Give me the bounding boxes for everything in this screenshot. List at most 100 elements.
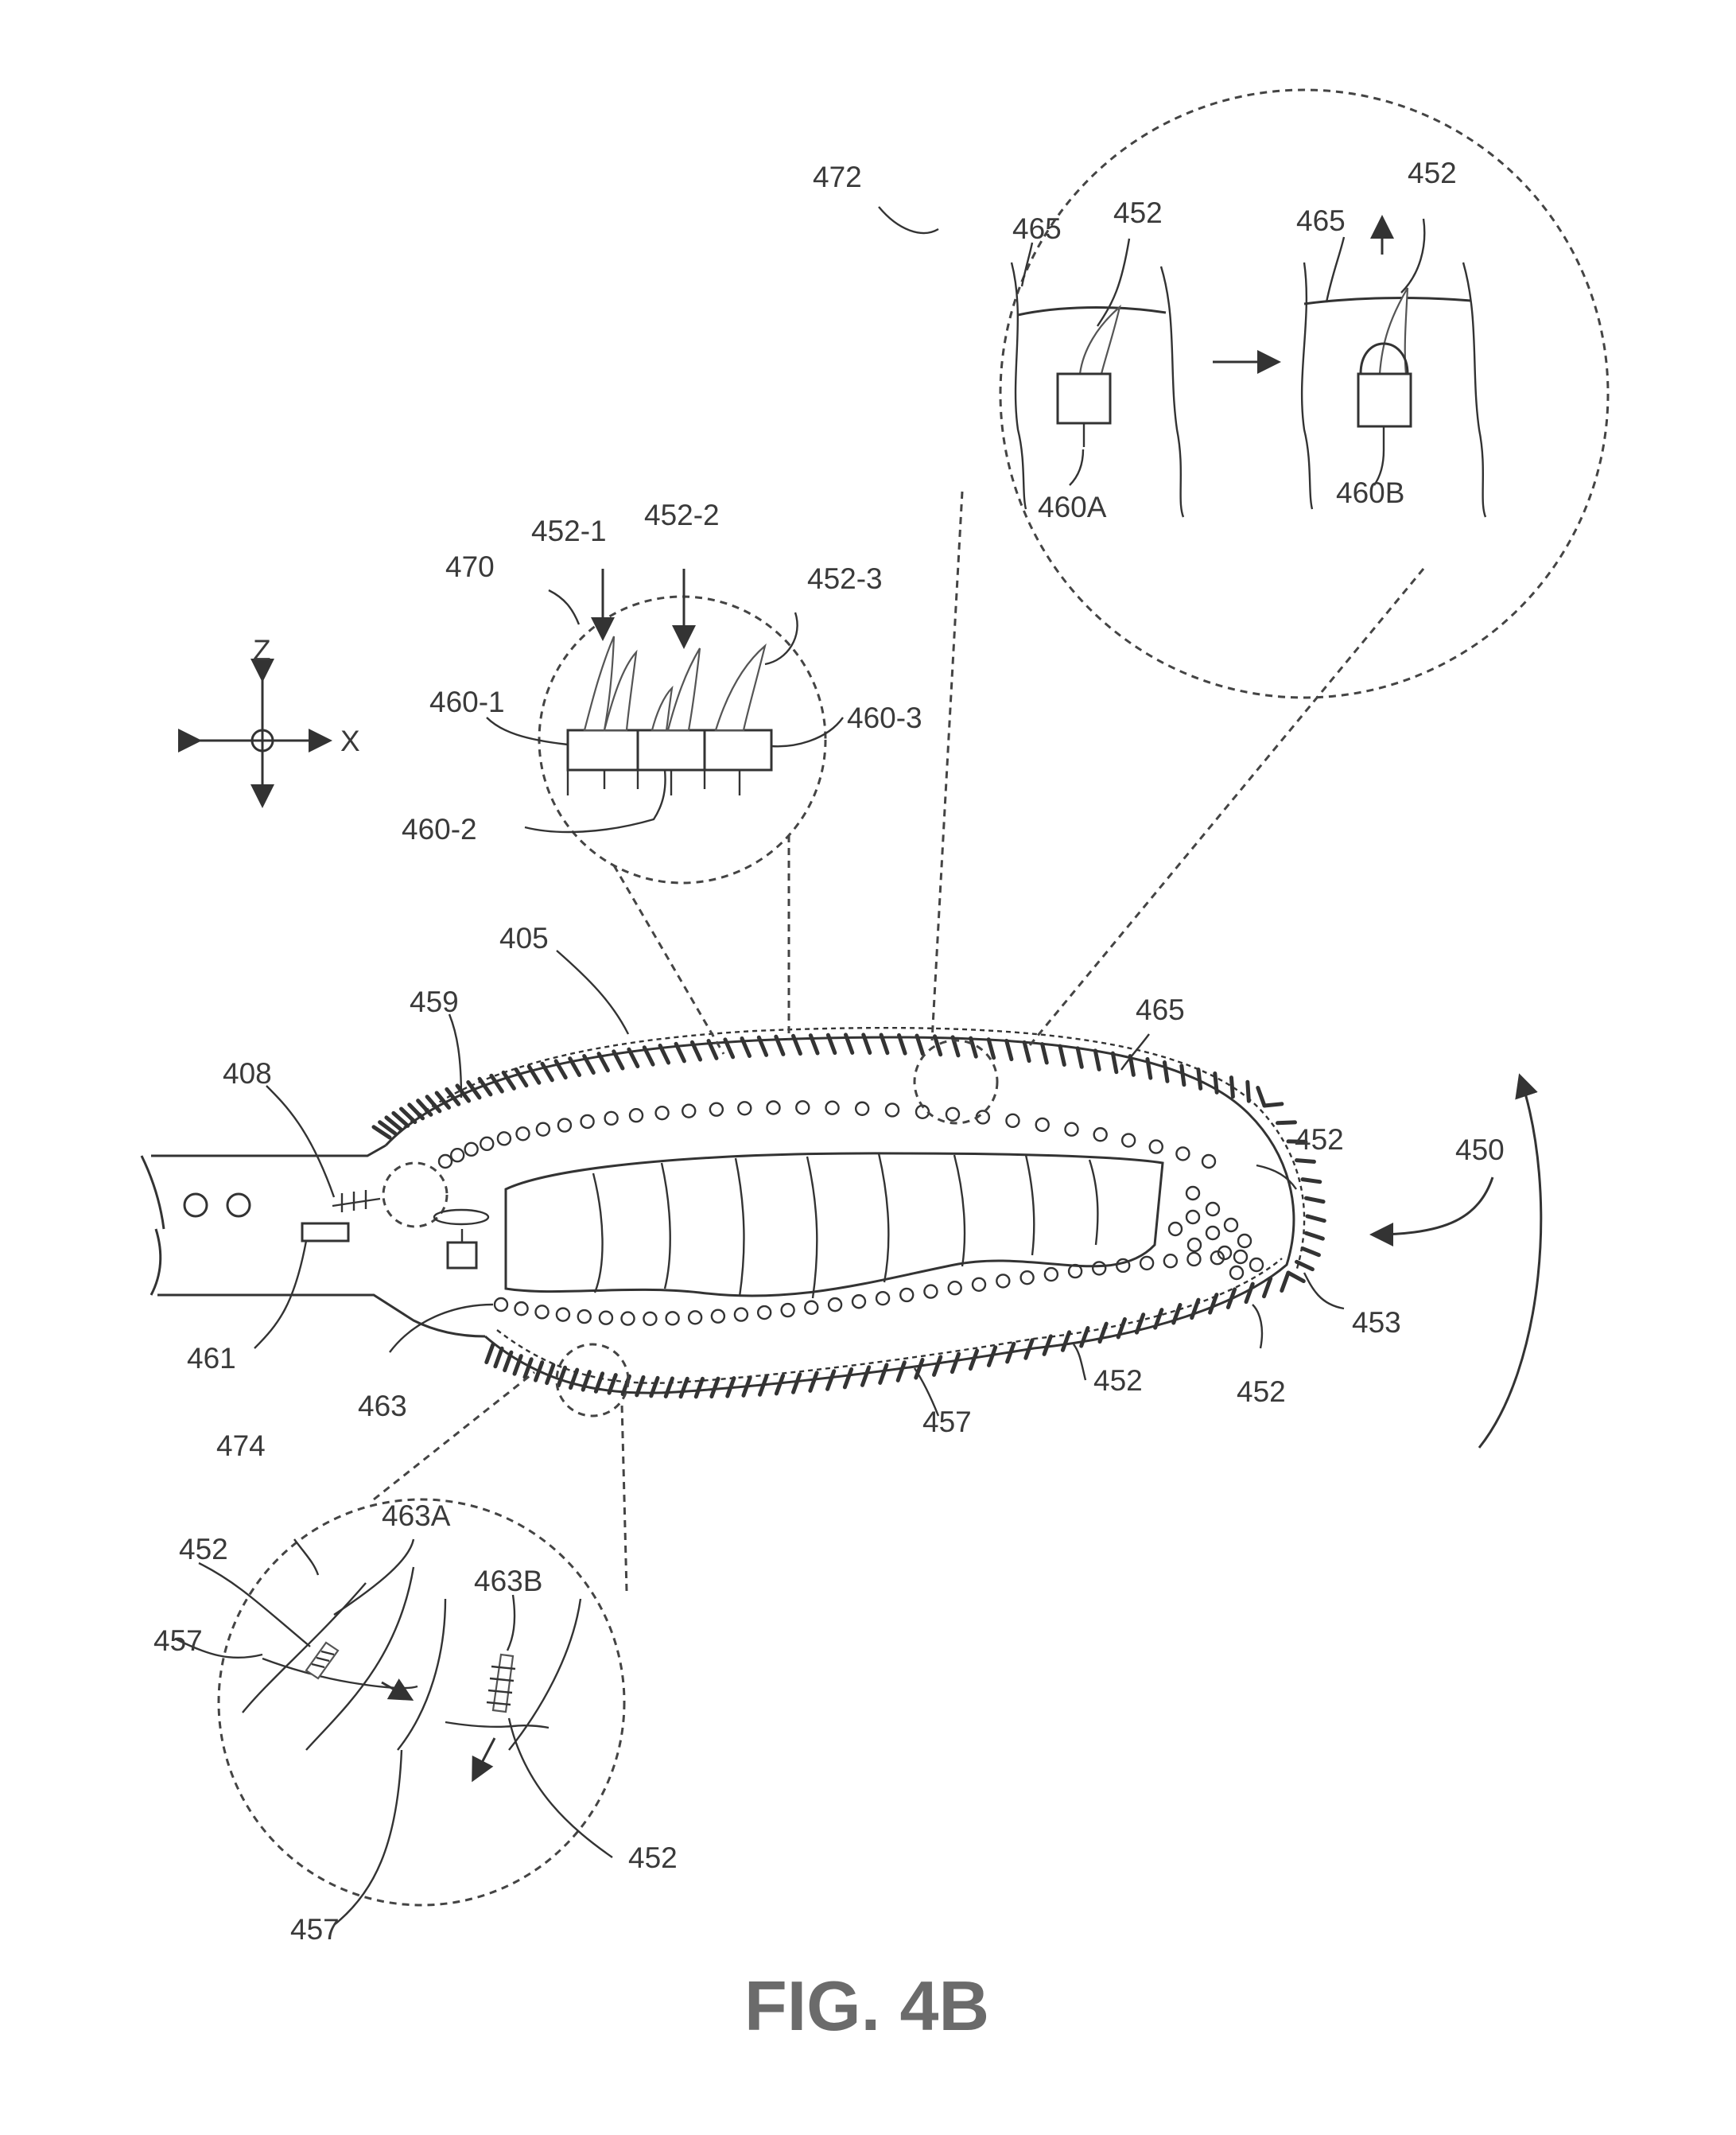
- nozzle-dot: [1163, 1254, 1179, 1269]
- nozzle-dot: [598, 1310, 614, 1325]
- bristle: [808, 1033, 820, 1056]
- bristle: [790, 1372, 802, 1394]
- nozzle-dot: [996, 1274, 1011, 1289]
- nozzle-dot: [1035, 1117, 1050, 1133]
- bristle: [1060, 1330, 1072, 1352]
- nozzle-dot: [620, 1311, 635, 1326]
- bristle: [689, 1040, 703, 1062]
- bristle: [501, 1070, 516, 1091]
- bristle: [861, 1032, 872, 1055]
- bristle: [493, 1346, 504, 1369]
- bristle: [844, 1032, 855, 1055]
- nozzle-dot: [577, 1309, 592, 1324]
- label-460A: 460A: [1038, 491, 1107, 523]
- bristle: [791, 1033, 802, 1056]
- nozzle-dot: [945, 1106, 961, 1122]
- bristle: [986, 1037, 996, 1060]
- bristle: [1179, 1064, 1186, 1087]
- nozzle-dot: [1201, 1153, 1217, 1169]
- bristle: [1280, 1270, 1291, 1293]
- bristle: [825, 1032, 837, 1056]
- nozzle-dot: [1019, 1270, 1035, 1285]
- bristle: [725, 1376, 736, 1398]
- nozzle-dot: [1233, 1249, 1249, 1265]
- label-452-detail-d: 452: [628, 1841, 678, 1874]
- nozzle-dot: [643, 1311, 658, 1326]
- bristle: [1304, 1196, 1326, 1204]
- bristle: [1145, 1056, 1153, 1080]
- label-452-detail-a: 452: [1113, 196, 1163, 229]
- leader-lines: [254, 950, 1345, 1417]
- bristle: [1134, 1312, 1146, 1335]
- bristle: [596, 1052, 610, 1073]
- bristle: [1213, 1071, 1219, 1095]
- bristle: [371, 1125, 392, 1140]
- nozzle-dot: [1205, 1201, 1221, 1217]
- label-457-detail-b: 457: [290, 1913, 340, 1946]
- bristle: [1295, 1158, 1316, 1164]
- axis-x-label: X: [340, 725, 360, 757]
- detail-470: [486, 569, 844, 1055]
- bristle: [425, 1095, 442, 1114]
- nozzle-dot: [534, 1305, 550, 1320]
- rotation-arrow-icon: [1478, 1073, 1543, 1449]
- bristle: [674, 1041, 686, 1064]
- label-463: 463: [358, 1390, 407, 1422]
- bristle: [986, 1345, 998, 1367]
- bristle: [1261, 1276, 1273, 1299]
- nozzle-dot: [480, 1136, 495, 1152]
- nozzle-dot: [1229, 1265, 1245, 1281]
- bristle: [1300, 1177, 1322, 1184]
- label-452-detail-b: 452: [1408, 157, 1457, 189]
- nozzle-dot: [1064, 1122, 1079, 1137]
- bristle: [758, 1375, 769, 1397]
- nozzle-dot: [514, 1301, 529, 1316]
- detail-472: [878, 88, 1610, 1125]
- label-408: 408: [223, 1057, 272, 1090]
- nozzle-dot: [1185, 1185, 1201, 1201]
- bristle: [1300, 1246, 1321, 1258]
- label-470: 470: [445, 550, 495, 583]
- bristle: [933, 1034, 943, 1057]
- nozzle-dot: [665, 1311, 680, 1326]
- nozzle-dot: [604, 1110, 619, 1126]
- nozzle-dot: [464, 1141, 479, 1157]
- nozzle-dot: [971, 1277, 987, 1292]
- bristle: [1079, 1326, 1090, 1348]
- nozzle-dot: [535, 1122, 551, 1137]
- bristle: [378, 1120, 398, 1136]
- bristle: [627, 1047, 640, 1069]
- bristle: [1075, 1046, 1084, 1069]
- bristle: [416, 1099, 433, 1117]
- bristle: [612, 1049, 625, 1071]
- bristle: [484, 1342, 495, 1365]
- bristle: [1153, 1308, 1164, 1330]
- bristle: [556, 1365, 568, 1388]
- nozzle-dot: [515, 1126, 530, 1141]
- label-460-2: 460-2: [402, 813, 477, 846]
- label-453: 453: [1352, 1306, 1401, 1339]
- nozzle-dot: [1043, 1266, 1059, 1282]
- nozzle-dot: [687, 1310, 703, 1325]
- label-465-main: 465: [1136, 994, 1185, 1026]
- label-460B: 460B: [1336, 476, 1404, 509]
- oscillation-arrow-icon: [1369, 1176, 1494, 1246]
- nozzle-dot: [654, 1105, 670, 1121]
- bristle: [1245, 1079, 1251, 1103]
- bristle: [512, 1354, 523, 1376]
- brush-head: [371, 1026, 1326, 1399]
- bristle: [1276, 1120, 1297, 1126]
- bristle: [642, 1045, 655, 1067]
- axis-z-label: Z: [253, 634, 271, 667]
- bristle: [897, 1032, 907, 1056]
- nozzle-dot: [756, 1305, 772, 1320]
- lower-nozzle-row: [493, 1249, 1249, 1326]
- bristle: [658, 1043, 671, 1065]
- nozzle-dot: [795, 1100, 810, 1115]
- nozzle-dot: [709, 1102, 724, 1117]
- nozzle-dot: [923, 1284, 938, 1299]
- nozzle-dot: [628, 1108, 644, 1123]
- nozzle-dot: [555, 1307, 571, 1322]
- bristle: [879, 1032, 890, 1056]
- label-457-main: 457: [922, 1406, 972, 1438]
